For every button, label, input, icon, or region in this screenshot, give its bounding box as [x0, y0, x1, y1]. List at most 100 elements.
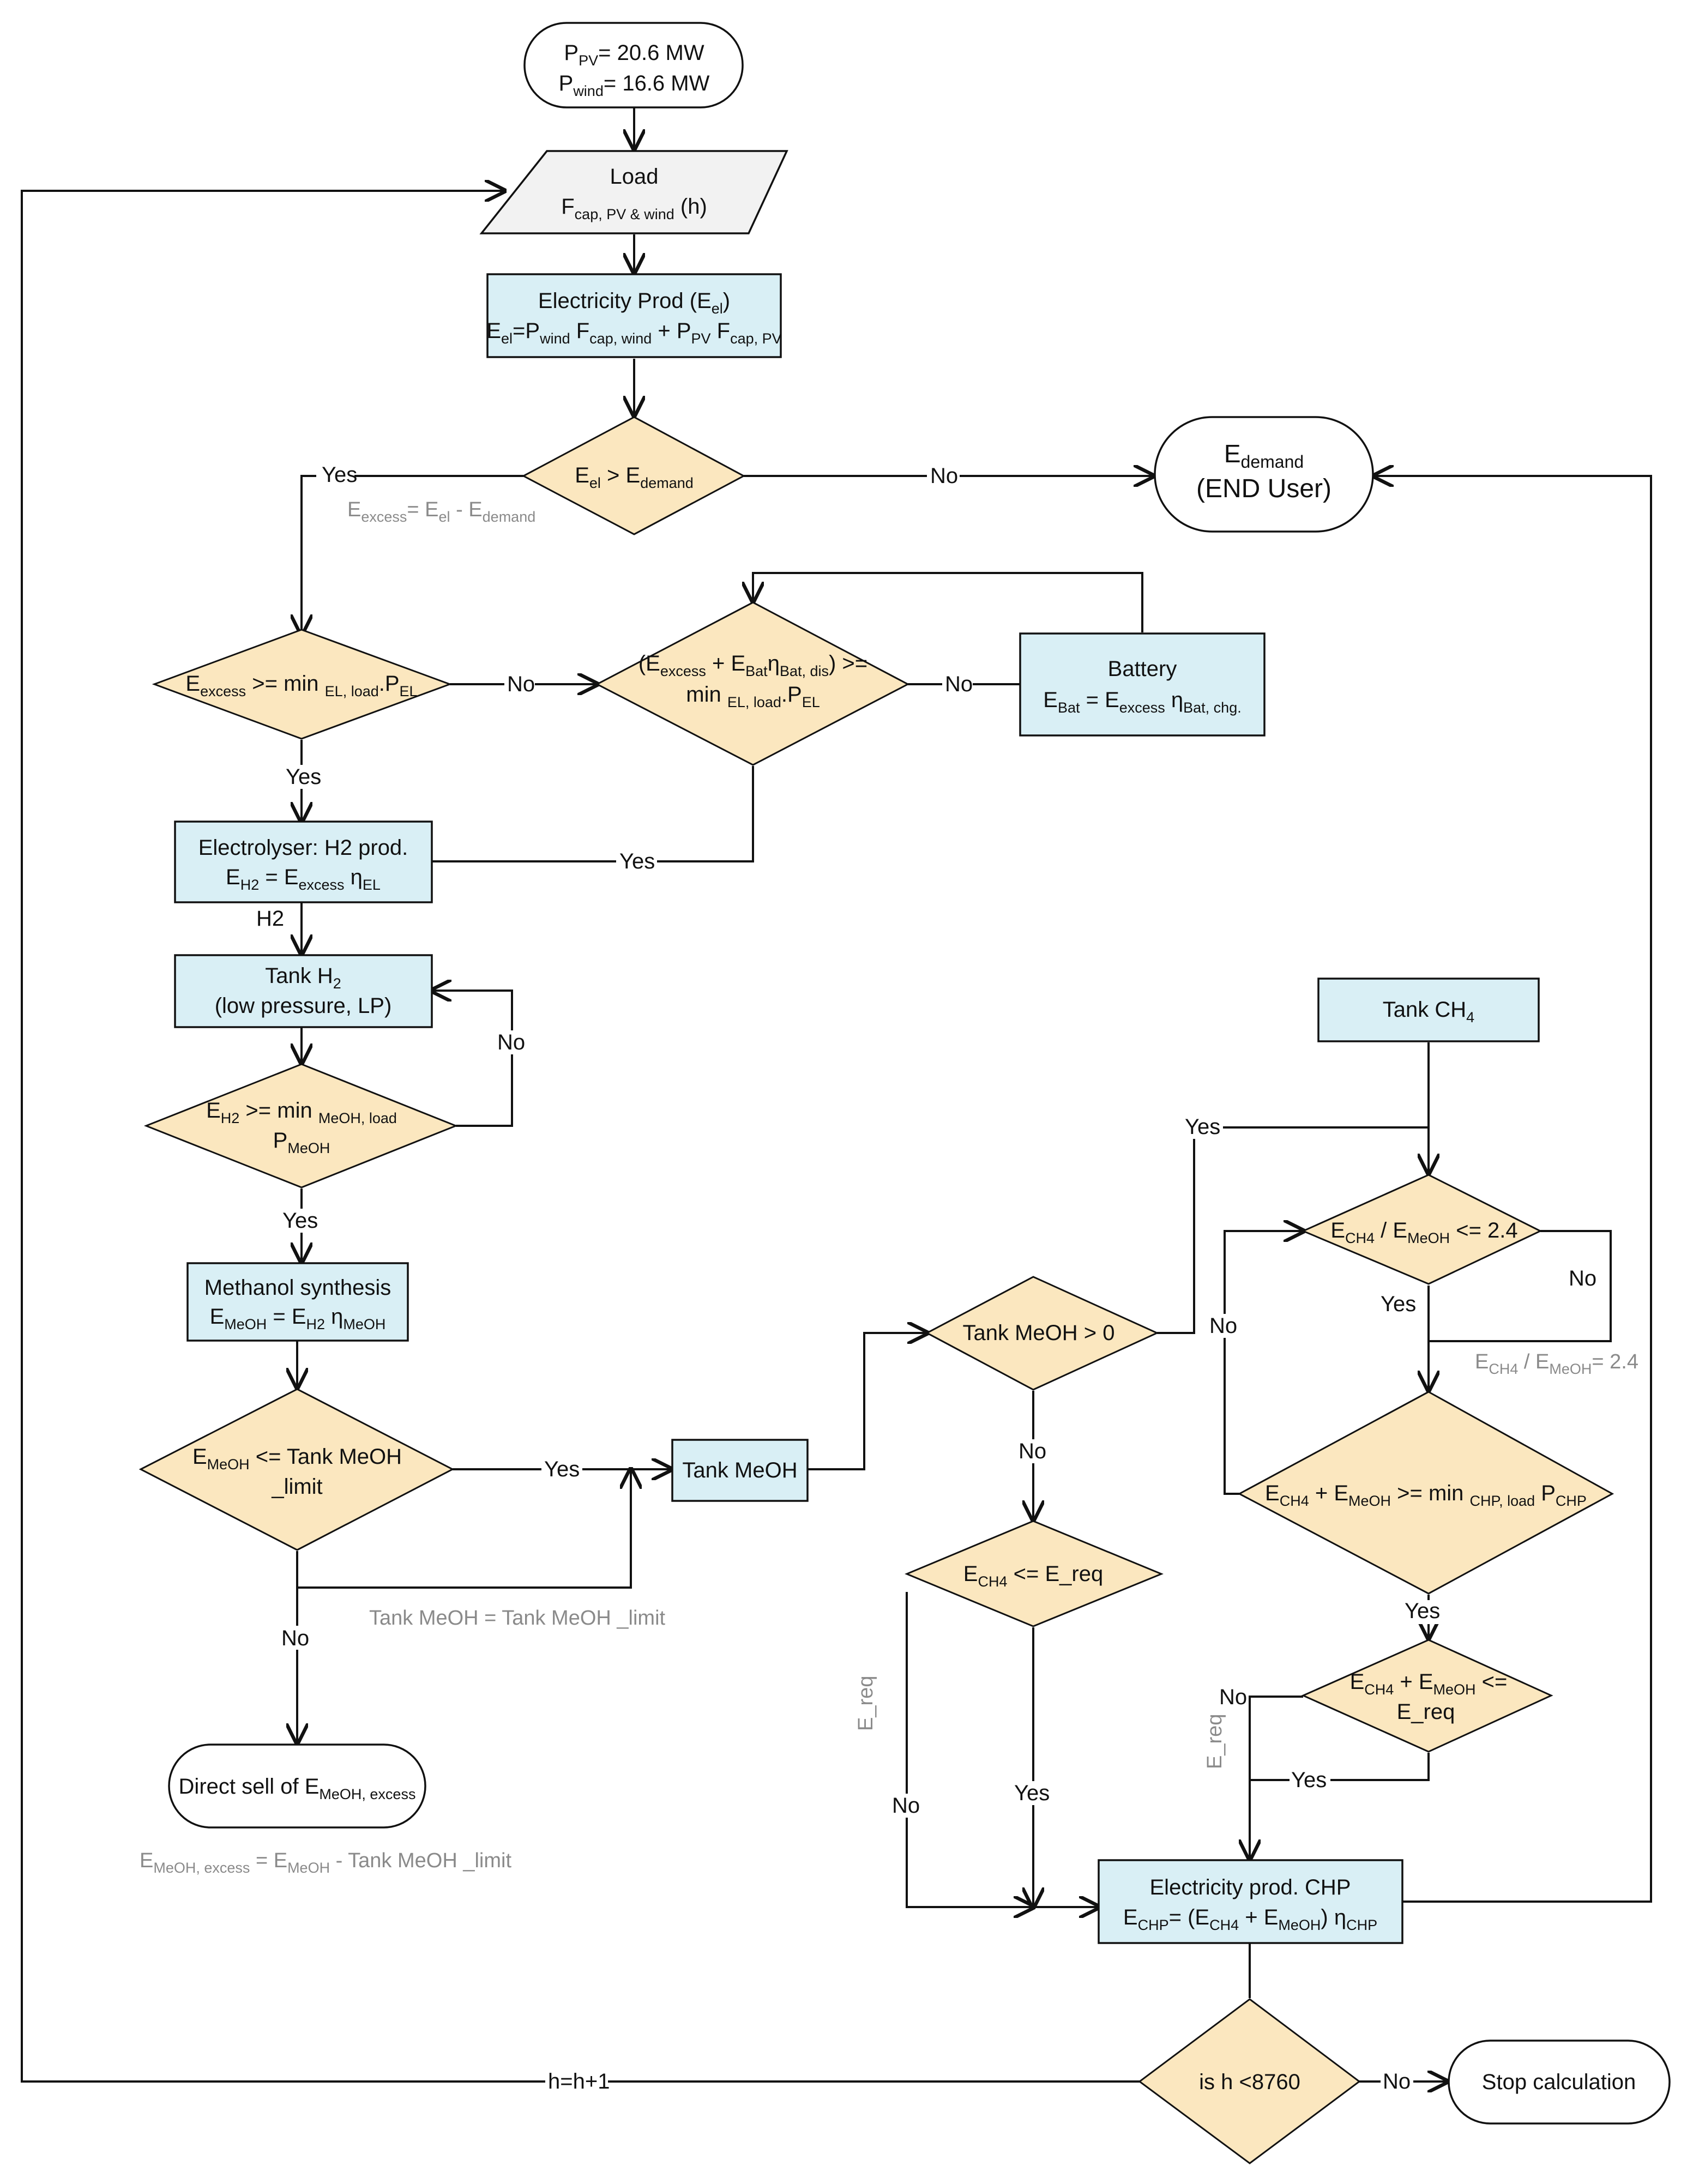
meoh-excess-annotation: EMeOH, excess = EMeOH - Tank MeOH _limit [140, 1849, 511, 1876]
label-loop: h=h+1 [548, 2070, 610, 2093]
edge-dratio-no [1429, 1230, 1612, 1342]
hour-decision: is h <8760 [1138, 1998, 1361, 2164]
battery-title: Battery [1108, 657, 1177, 681]
stop-terminal: Stop calculation [1448, 2040, 1671, 2125]
svg-text:ECH4 / EMeOH <= 2.4: ECH4 / EMeOH <= 2.4 [1330, 1218, 1517, 1246]
label-yes-tank: Yes [1185, 1115, 1220, 1139]
electricity-prod-process: Electricity Prod (Eel) Eel=Pwind Fcap, w… [486, 273, 782, 358]
svg-text:Eel=Pwind Fcap, wind + PPV Fca: Eel=Pwind Fcap, wind + PPV Fcap, PV [486, 319, 781, 347]
svg-text:(low pressure, LP): (low pressure, LP) [215, 994, 392, 1018]
ereq-annotation-right: E_req [1203, 1714, 1226, 1769]
ratio-annotation: ECH4 / EMeOH= 2.4 [1475, 1350, 1638, 1377]
label-no-ratio: No [1569, 1266, 1596, 1290]
label-yes-demand: Yes [322, 463, 357, 487]
battery-process: Battery EBat = Eexcess ηBat, chg. [1019, 632, 1266, 737]
svg-text:_limit: _limit [271, 1475, 322, 1499]
pv-power-label: P [564, 41, 579, 65]
sum-req-decision: ECH4 + EMeOH <= E_req [1301, 1639, 1553, 1753]
svg-text:EMeOH = EH2 ηMeOH: EMeOH = EH2 ηMeOH [210, 1305, 386, 1332]
svg-text:Eexcess >= min EL, load.PEL: Eexcess >= min EL, load.PEL [185, 672, 417, 699]
edge-labels: Yes No No Yes No Yes H2 No Yes Yes No Ye… [254, 461, 1600, 2093]
load-title: Load [610, 165, 659, 189]
methanol-synthesis-process: Methanol synthesis EMeOH = EH2 ηMeOH [186, 1262, 409, 1342]
svg-text:ECH4 + EMeOH <=: ECH4 + EMeOH <= [1350, 1670, 1508, 1698]
label-yes-excess: Yes [286, 765, 321, 789]
edge-chp-enduser [1374, 476, 1652, 1903]
label-no-chpmin: No [1209, 1314, 1237, 1338]
svg-text:EH2 >= min MeOH, load: EH2 >= min MeOH, load [206, 1099, 397, 1126]
label-no-sum: No [1219, 1685, 1247, 1709]
label-yes-ech4: Yes [1014, 1781, 1050, 1805]
svg-text:min EL, load.PEL: min EL, load.PEL [686, 683, 820, 710]
chp-process: Electricity prod. CHP ECHP= (ECH4 + EMeO… [1098, 1859, 1403, 1944]
svg-text:E_req: E_req [1397, 1700, 1455, 1724]
electrolyser-title: Electrolyser: H2 prod. [198, 836, 408, 860]
excess-annotation: Eexcess= Eel - Edemand [347, 498, 535, 525]
edge-dchpmin-no [1224, 1231, 1303, 1495]
svg-text:EH2 = Eexcess ηEL: EH2 = Eexcess ηEL [226, 865, 381, 893]
svg-text:EMeOH <= Tank MeOH: EMeOH <= Tank MeOH [192, 1445, 402, 1473]
edge-tankmeoh-dtank [808, 1333, 927, 1470]
load-input: Load Fcap, PV & wind (h) [479, 150, 788, 234]
label-yes-h2: Yes [282, 1209, 318, 1233]
ech4-req-decision: ECH4 <= E_req [905, 1520, 1164, 1627]
edge-dbattery-yes [432, 766, 754, 862]
svg-text:Tank CH4: Tank CH4 [1383, 998, 1474, 1025]
label-no-ech4: No [892, 1794, 920, 1818]
label-h2: H2 [256, 907, 284, 931]
label-no-battery: No [945, 672, 973, 696]
label-no-limit: No [281, 1626, 309, 1650]
svg-text:Edemand: Edemand [1224, 439, 1304, 472]
svg-text:PMeOH: PMeOH [273, 1129, 330, 1156]
tank-meoh-label: Tank MeOH [682, 1458, 797, 1482]
svg-text:ECHP= (ECH4 + EMeOH) ηCHP: ECHP= (ECH4 + EMeOH) ηCHP [1123, 1905, 1377, 1933]
annotations: Eexcess= Eel - Edemand Tank MeOH = Tank … [140, 498, 1638, 1876]
svg-text:ECH4 + EMeOH >= min CHP, load: ECH4 + EMeOH >= min CHP, load PCHP [1265, 1481, 1587, 1509]
label-no-hour: No [1383, 2070, 1411, 2093]
label-yes-limit: Yes [544, 1457, 580, 1481]
meoh-limit-decision: EMeOH <= Tank MeOH _limit [138, 1388, 455, 1551]
stop-label: Stop calculation [1482, 2070, 1636, 2094]
label-yes-battery: Yes [619, 849, 655, 873]
direct-sell-terminal: Direct sell of EMeOH, excess [168, 1743, 426, 1829]
label-no-excess: No [507, 672, 535, 696]
start-terminal: PPV= 20.6 MW Pwind= 16.6 MW [523, 22, 744, 108]
label-yes-chpmin: Yes [1405, 1599, 1440, 1623]
methanol-synthesis-title: Methanol synthesis [204, 1276, 391, 1300]
edge-ddemand-yes [302, 475, 523, 634]
tank-meoh-process: Tank MeOH [671, 1439, 809, 1502]
edge-dtank-yes [1157, 1126, 1429, 1334]
electrolyser-process: Electrolyser: H2 prod. EH2 = Eexcess ηEL [174, 820, 433, 903]
svg-text:Tank H2: Tank H2 [265, 964, 341, 992]
svg-text:is h <8760: is h <8760 [1199, 2070, 1300, 2094]
edges [21, 107, 1652, 2082]
svg-text:ECH4 <= E_req: ECH4 <= E_req [963, 1562, 1103, 1590]
chp-title: Electricity prod. CHP [1150, 1875, 1351, 1899]
svg-text:Electricity Prod (Eel): Electricity Prod (Eel) [538, 289, 730, 317]
svg-text:Tank MeOH > 0: Tank MeOH > 0 [962, 1321, 1114, 1345]
svg-text:Fcap, PV & wind (h): Fcap, PV & wind (h) [561, 195, 707, 222]
svg-text:PPV= 20.6 MW: PPV= 20.6 MW [564, 41, 704, 69]
wind-power-label: P [559, 71, 574, 95]
svg-text:Direct sell of EMeOH, excess: Direct sell of EMeOH, excess [179, 1775, 416, 1802]
h2-decision: EH2 >= min MeOH, load PMeOH [143, 1063, 459, 1188]
edge-limit-tank [297, 1469, 631, 1589]
edge-dech4-no [906, 1592, 1033, 1907]
svg-text:Eel > Edemand: Eel > Edemand [575, 463, 694, 491]
edge-battery-return [753, 572, 1143, 632]
ratio-decision: ECH4 / EMeOH <= 2.4 [1301, 1174, 1543, 1285]
demand-decision: Eel > Edemand [521, 416, 746, 535]
edge-dh2-no [432, 991, 513, 1127]
tank-limit-annotation: Tank MeOH = Tank MeOH _limit [369, 1607, 666, 1630]
svg-text:Pwind= 16.6 MW: Pwind= 16.6 MW [559, 71, 710, 99]
tank-h2-process: Tank H2 (low pressure, LP) [174, 954, 433, 1028]
label-no-demand: No [930, 464, 958, 488]
tank-meoh-decision: Tank MeOH > 0 [925, 1276, 1159, 1391]
end-user-label: (END User) [1196, 474, 1331, 503]
label-no-tank: No [1019, 1439, 1046, 1463]
battery-decision: (Eexcess + EBatηBat, dis) >= min EL, loa… [595, 601, 910, 766]
edge-dsum-no [1250, 1696, 1303, 1859]
svg-text:EBat = Eexcess ηBat, chg.: EBat = Eexcess ηBat, chg. [1043, 688, 1241, 716]
label-yes-sum: Yes [1291, 1768, 1327, 1792]
